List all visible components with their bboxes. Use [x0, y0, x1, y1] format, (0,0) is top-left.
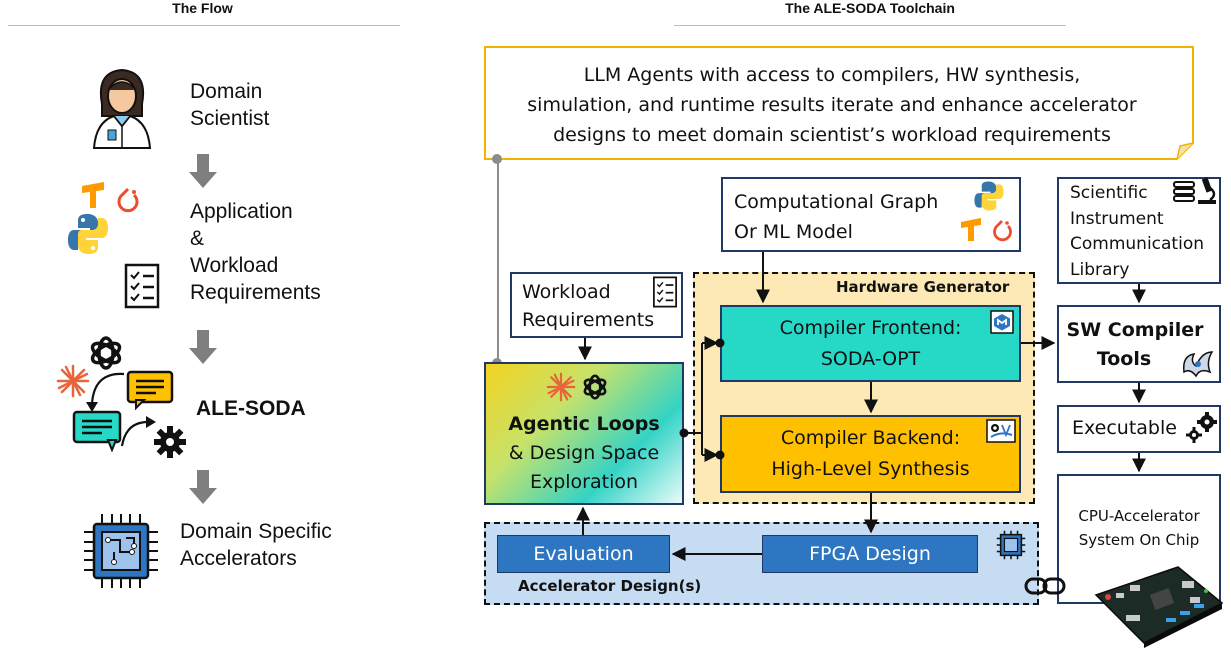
microscope-icon: [1198, 177, 1216, 204]
compiler-frontend-line: SODA-OPT: [820, 347, 921, 370]
scientific-library-box: [1057, 177, 1221, 284]
application-label-line: Application: [190, 200, 293, 223]
accelerator-design-label: Accelerator Design(s): [518, 577, 702, 595]
gnu-dragon-icon: [1182, 351, 1214, 378]
scientific-library-line: Library: [1070, 259, 1130, 280]
openai-icon: [90, 336, 122, 370]
accelerators-label: Domain Specific Accelerators: [180, 518, 332, 572]
hardware-generator-label: Hardware Generator: [836, 278, 1010, 296]
flow-title-rule: [8, 25, 400, 26]
python-icon: [68, 214, 108, 254]
flow-arrow-3: [189, 470, 217, 504]
toolchain-title-rule: [674, 25, 1066, 26]
fpga-design-box: FPGA Design: [762, 535, 978, 573]
cpu-soc-line: CPU-Accelerator: [1078, 507, 1200, 525]
note-line: LLM Agents with access to compilers, HW …: [583, 64, 1081, 86]
scientific-library-line: Instrument: [1070, 208, 1164, 229]
scientist-label-line: Scientist: [190, 107, 270, 130]
agentic-loops-box: [484, 362, 684, 505]
pytorch-icon: [117, 187, 139, 213]
tensorflow-icon: [82, 182, 104, 208]
application-label-line: &: [190, 227, 205, 250]
application-label: Application & Workload Requirements: [190, 198, 321, 306]
claude-icon: [546, 372, 576, 402]
evaluation-label: Evaluation: [533, 543, 634, 565]
pytorch-icon: [993, 220, 1012, 242]
cpu-soc-text: CPU-Accelerator System On Chip: [1059, 504, 1219, 552]
checklist-icon: [124, 263, 160, 309]
compiler-frontend-line: Compiler Frontend:: [779, 316, 962, 339]
tensorflow-icon: [961, 218, 981, 241]
note-connector: [497, 159, 499, 364]
application-label-line: Workload: [190, 254, 279, 277]
executable-box: [1057, 405, 1221, 453]
agentic-loops-line: & Design Space: [508, 442, 660, 464]
toolchain-title: The ALE-SODA Toolchain: [785, 0, 955, 16]
executable-label: Executable: [1072, 417, 1177, 439]
note-text: LLM Agents with access to compilers, HW …: [487, 58, 1177, 152]
claude-icon: [56, 364, 90, 398]
loop-arrow-icon: [86, 372, 125, 412]
sw-compiler-line: Tools: [1096, 348, 1152, 370]
fpga-board-image: [1094, 566, 1224, 648]
computational-graph-text: Computational Graph Or ML Model: [734, 187, 938, 247]
gear-icon: [154, 426, 186, 458]
link-icon: [1024, 577, 1066, 595]
agentic-loops-line: Agentic Loops: [508, 413, 660, 435]
sw-compiler-text: SW Compiler Tools: [1060, 316, 1210, 374]
workload-requirements-line: Workload: [522, 281, 611, 303]
scientific-library-line: Scientific: [1070, 183, 1148, 203]
computational-graph-line: Or ML Model: [734, 221, 853, 243]
accelerators-label-line: Domain Specific: [180, 520, 332, 543]
note-connector-dot: [492, 154, 502, 164]
chat-bubble-yellow-icon: [126, 370, 174, 410]
gears-icon: [1186, 412, 1217, 443]
fpga-design-label: FPGA Design: [809, 543, 931, 565]
workload-requirements-line: Requirements: [522, 309, 655, 331]
chat-bubble-teal-icon: [72, 410, 122, 452]
agentic-loops-text: Agentic Loops & Design Space Exploration: [486, 410, 682, 497]
computational-graph-line: Computational Graph: [734, 191, 939, 213]
agentic-loops-line: Exploration: [529, 471, 639, 493]
scientific-library-text: Scientific Instrument Communication Libr…: [1070, 181, 1204, 283]
flow-arrow-2: [189, 330, 217, 364]
checklist-icon: [653, 276, 677, 308]
scientist-label-line: Domain: [190, 80, 263, 103]
mlir-logo-icon: [990, 310, 1014, 334]
bambu-logo-icon: [986, 419, 1016, 443]
scientific-library-line: Communication: [1070, 234, 1204, 254]
flow-title: The Flow: [172, 0, 233, 16]
compiler-frontend-box: Compiler Frontend: SODA-OPT: [720, 305, 1021, 382]
compiler-backend-box: Compiler Backend: High-Level Synthesis: [720, 415, 1021, 493]
chip-icon: [996, 530, 1026, 560]
application-label-line: Requirements: [190, 281, 321, 304]
books-icon: [1173, 181, 1195, 202]
cpu-soc-line: System On Chip: [1078, 531, 1200, 549]
compiler-backend-line: High-Level Synthesis: [771, 458, 970, 480]
accelerators-label-line: Accelerators: [180, 547, 297, 570]
compiler-backend-line: Compiler Backend:: [780, 427, 961, 449]
note-line: designs to meet domain scientist’s workl…: [553, 124, 1111, 146]
evaluation-box: Evaluation: [497, 535, 670, 573]
alesoda-label: ALE-SODA: [196, 397, 306, 420]
python-icon: [974, 181, 1004, 211]
workload-requirements-text: Workload Requirements: [522, 278, 654, 334]
flow-arrow-1: [189, 154, 217, 188]
loop-arrow-icon: [120, 416, 156, 447]
note-line: simulation, and runtime results iterate …: [527, 94, 1137, 116]
openai-icon: [583, 374, 607, 400]
chip-icon: [84, 514, 158, 588]
scientist-label: Domain Scientist: [190, 78, 269, 132]
sw-compiler-line: SW Compiler: [1066, 319, 1204, 341]
scientist-icon: [92, 68, 152, 149]
